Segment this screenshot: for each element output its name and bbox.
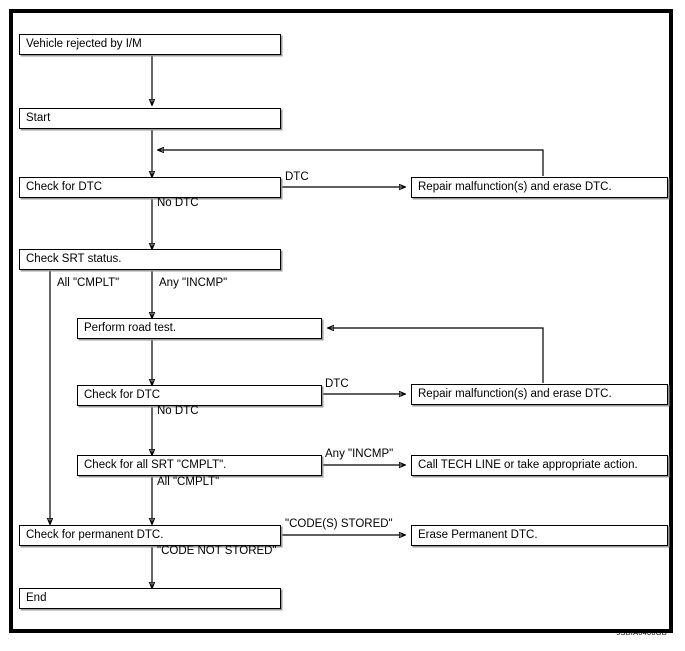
edge-label-any-incmp-2: Any "INCMP" [325, 448, 394, 460]
node-check-all-srt-cmplt: Check for all SRT "CMPLT". [77, 455, 322, 476]
edge-label-dtc-2: DTC [325, 378, 349, 390]
edge-label-codes-stored: "CODE(S) STORED" [285, 518, 393, 530]
edge-label-no-dtc-2: No DTC [157, 405, 199, 417]
node-call-tech-line: Call TECH LINE or take appropriate actio… [411, 455, 668, 476]
edge-label-dtc-1: DTC [285, 171, 309, 183]
node-start: Start [19, 108, 281, 129]
figure-credit-code: JSBIA0400GB [616, 628, 667, 637]
node-repair-malfunctions-2: Repair malfunction(s) and erase DTC. [411, 384, 668, 405]
node-check-permanent-dtc: Check for permanent DTC. [19, 525, 281, 546]
node-check-for-dtc-2: Check for DTC [77, 385, 322, 406]
node-perform-road-test: Perform road test. [77, 318, 322, 339]
edge-label-all-cmplt-1: All "CMPLT" [57, 277, 120, 289]
node-end: End [19, 588, 281, 609]
node-vehicle-rejected: Vehicle rejected by I/M [19, 34, 281, 55]
node-repair-malfunctions-1: Repair malfunction(s) and erase DTC. [411, 177, 668, 198]
node-check-srt-status: Check SRT status. [19, 249, 281, 270]
edge-label-no-dtc-1: No DTC [157, 197, 199, 209]
edge-label-any-incmp-1: Any "INCMP" [159, 277, 228, 289]
edge-label-all-cmplt-2: All "CMPLT" [157, 476, 220, 488]
node-check-for-dtc-1: Check for DTC [19, 177, 281, 198]
node-erase-permanent-dtc: Erase Permanent DTC. [411, 525, 668, 546]
diagram-frame [9, 9, 673, 633]
edge-label-code-not-stored: "CODE NOT STORED" [157, 545, 277, 557]
